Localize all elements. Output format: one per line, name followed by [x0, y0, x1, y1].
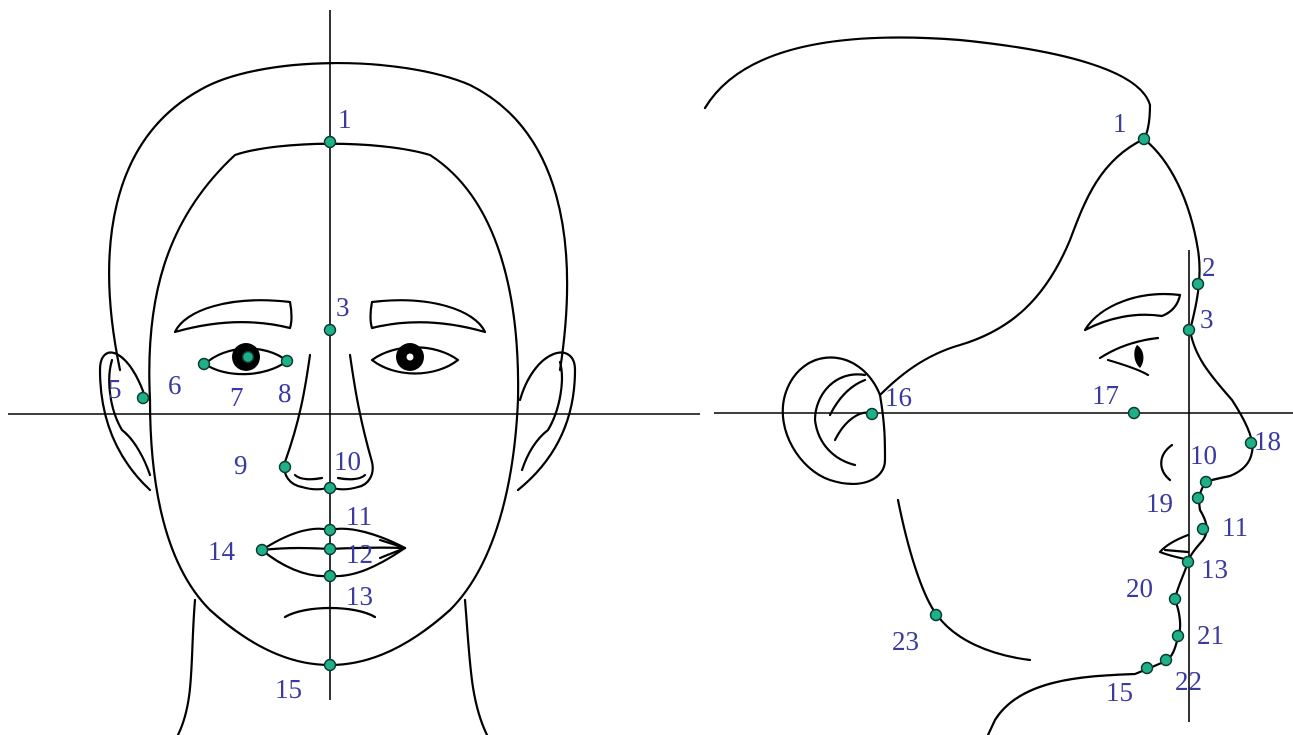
frontal-landmark-label-7: 7 — [230, 382, 244, 412]
profile-landmark-point-23 — [931, 610, 942, 621]
profile-landmark-point-22 — [1161, 655, 1172, 666]
profile-landmark-label-17: 17 — [1092, 380, 1119, 410]
profile-landmark-point-1 — [1139, 134, 1150, 145]
frontal-landmark-point-15 — [325, 660, 336, 671]
profile-landmark-label-16: 16 — [885, 382, 912, 412]
frontal-landmark-point-10 — [325, 483, 336, 494]
frontal-right-ear — [518, 353, 575, 490]
frontal-landmark-point-7 — [243, 352, 254, 363]
profile-eyebrow — [1085, 294, 1180, 330]
frontal-landmark-label-15: 15 — [275, 674, 302, 704]
profile-head-outline — [705, 38, 1150, 139]
frontal-landmark-label-5: 5 — [108, 374, 122, 404]
profile-landmark-label-15: 15 — [1106, 677, 1133, 707]
frontal-landmark-point-13 — [325, 571, 336, 582]
profile-landmark-label-18: 18 — [1254, 426, 1281, 456]
profile-landmark-label-21: 21 — [1197, 620, 1224, 650]
profile-ear-inner — [815, 374, 865, 465]
profile-landmark-label-23: 23 — [892, 626, 919, 656]
frontal-landmark-point-6 — [199, 359, 210, 370]
profile-landmark-label-11: 11 — [1222, 512, 1248, 542]
profile-hairline — [880, 139, 1144, 395]
profile-landmark-label-10: 10 — [1190, 440, 1217, 470]
profile-landmark-label-3: 3 — [1200, 304, 1214, 334]
profile-landmark-point-15 — [1142, 663, 1153, 674]
profile-landmark-label-2: 2 — [1202, 252, 1216, 282]
profile-landmark-point-13 — [1183, 557, 1194, 568]
frontal-left-eyebrow — [175, 300, 292, 332]
frontal-nose-left — [284, 355, 330, 489]
profile-ear-antihelix — [830, 380, 865, 415]
frontal-landmark-label-11: 11 — [346, 501, 372, 531]
profile-mouth — [1160, 535, 1190, 560]
profile-eye — [1100, 338, 1158, 358]
profile-landmark-point-17 — [1129, 408, 1140, 419]
frontal-landmark-label-1: 1 — [338, 104, 352, 134]
frontal-landmark-label-14: 14 — [208, 536, 236, 566]
profile-landmark-point-20 — [1170, 594, 1181, 605]
frontal-landmark-point-14 — [257, 545, 268, 556]
frontal-landmark-point-11 — [325, 525, 336, 536]
frontal-landmark-label-13: 13 — [346, 581, 373, 611]
frontal-landmark-point-5 — [138, 393, 149, 404]
frontal-neck-left — [178, 600, 195, 735]
frontal-landmark-label-6: 6 — [168, 370, 182, 400]
profile-landmark-label-22: 22 — [1175, 666, 1202, 696]
frontal-right-pupil-highlight — [407, 354, 414, 361]
profile-landmark-point-16 — [867, 409, 878, 420]
frontal-landmark-point-3 — [325, 325, 336, 336]
frontal-face-view — [8, 10, 700, 735]
profile-landmark-point-19 — [1193, 493, 1204, 504]
frontal-landmark-point-1 — [325, 137, 336, 148]
profile-nostril — [1161, 445, 1172, 480]
frontal-landmark-point-9 — [280, 462, 291, 473]
frontal-landmark-label-12: 12 — [346, 539, 373, 569]
profile-landmark-point-11 — [1198, 524, 1209, 535]
profile-landmark-label-13: 13 — [1201, 554, 1228, 584]
frontal-landmark-label-10: 10 — [334, 446, 361, 476]
profile-lip-line — [1165, 550, 1188, 552]
profile-landmark-point-21 — [1173, 631, 1184, 642]
profile-landmark-label-1: 1 — [1113, 108, 1127, 138]
profile-iris — [1134, 345, 1143, 368]
frontal-landmark-label-9: 9 — [234, 450, 248, 480]
frontal-landmark-label-8: 8 — [278, 378, 292, 408]
frontal-right-eyebrow — [371, 300, 486, 332]
frontal-landmark-point-8 — [282, 356, 293, 367]
profile-landmark-point-10 — [1201, 477, 1212, 488]
profile-landmark-point-3 — [1184, 325, 1195, 336]
frontal-nostril-left — [295, 475, 322, 479]
profile-landmark-label-20: 20 — [1126, 573, 1153, 603]
frontal-landmark-point-12 — [325, 544, 336, 555]
frontal-landmark-label-3: 3 — [336, 292, 350, 322]
frontal-neck-right — [465, 600, 487, 735]
profile-landmark-label-19: 19 — [1146, 488, 1173, 518]
profile-ear-outer — [783, 358, 885, 484]
